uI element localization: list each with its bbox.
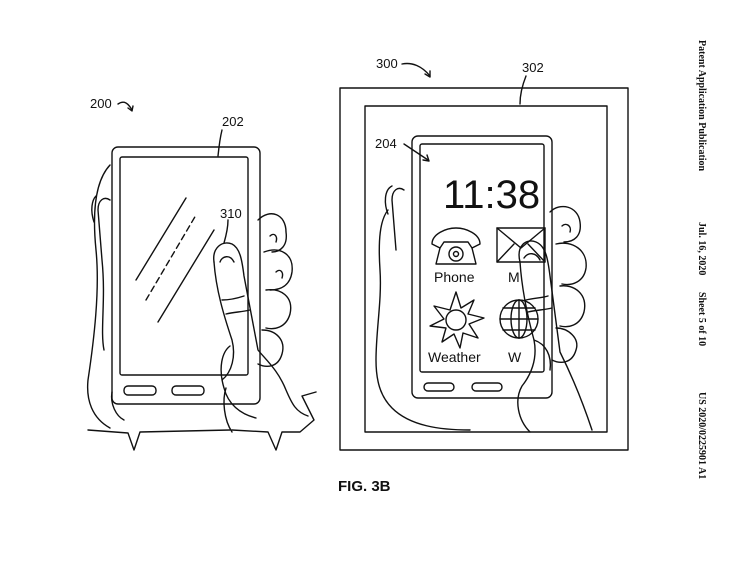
header-date: Jul. 16, 2020 [696,222,707,276]
sun-icon [429,291,485,349]
inner-frame [364,105,608,433]
app-label-phone: Phone [434,269,475,285]
clock-time: 11:38 [443,173,540,217]
telephone-icon [431,227,481,265]
header-publication: Patent Application Publication [696,40,707,172]
label-300: 300 [376,56,398,71]
label-310: 310 [220,206,242,221]
figure-caption: FIG. 3B [338,478,391,495]
globe-icon [499,299,539,339]
app-label-web: W [508,349,522,365]
label-302: 302 [522,60,544,75]
header-number: US 2020/0225901 A1 [696,392,707,480]
left-device-figure [86,101,317,451]
header-sheet: Sheet 5 of 10 [696,292,707,347]
app-label-weather: Weather [428,349,481,365]
right-device-figure [339,62,629,451]
label-200: 200 [90,96,112,111]
label-204: 204 [375,136,397,151]
mail-icon [496,227,546,263]
app-label-mail: M [508,269,520,285]
outer-frame [339,87,629,451]
label-202: 202 [222,114,244,129]
